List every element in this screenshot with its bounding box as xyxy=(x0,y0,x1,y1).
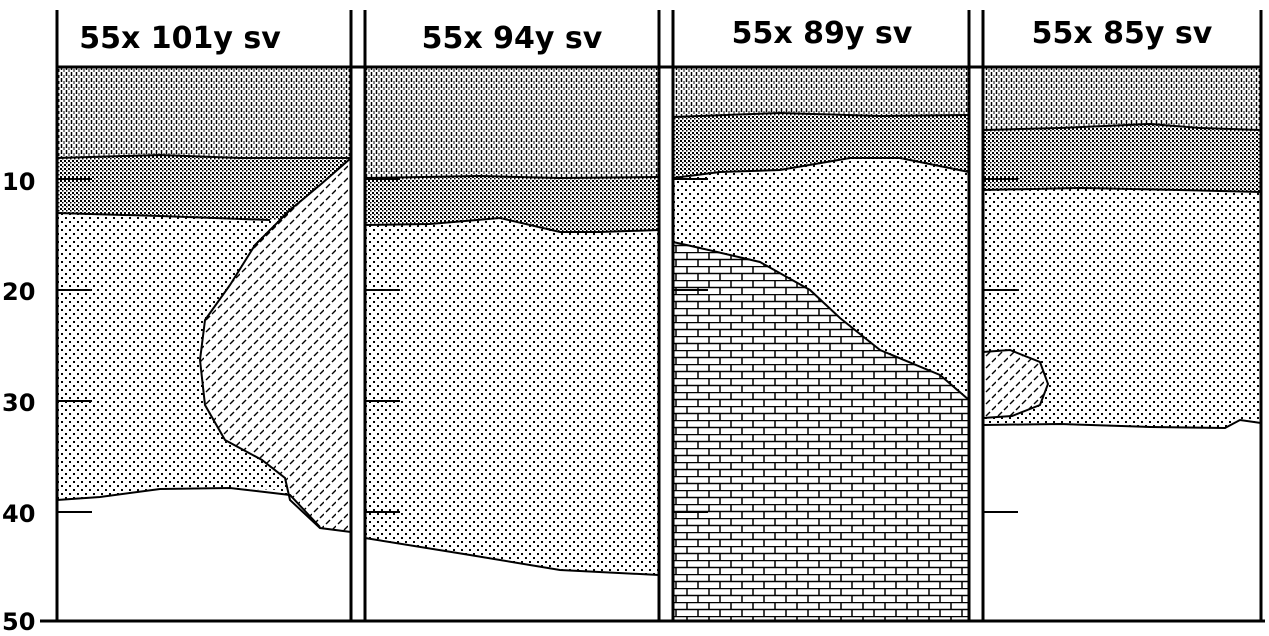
boundary-1c xyxy=(198,157,352,533)
layer-brick-3 xyxy=(673,242,969,620)
profile-column-4 xyxy=(982,67,1262,513)
layer-diagonal-dash-1 xyxy=(200,158,351,532)
depth-label-10: 10 xyxy=(2,168,35,196)
profile-column-2 xyxy=(364,67,660,620)
boundary-1b xyxy=(56,212,271,221)
diagram-frame xyxy=(40,10,1265,623)
column-title-2: 55x 94y sv xyxy=(422,21,603,56)
layer-coarse-dots-3 xyxy=(673,158,969,400)
layer-top-dense-1 xyxy=(57,67,351,158)
boundary-4c xyxy=(982,348,1050,419)
column-title-3: 55x 89y sv xyxy=(732,16,913,51)
boundary-4a xyxy=(982,122,1262,131)
profile-column-1 xyxy=(56,67,352,620)
depth-label-40: 40 xyxy=(2,500,35,528)
layer-fine-dots-2 xyxy=(365,176,659,232)
layer-fine-dots-3 xyxy=(673,113,969,178)
boundary-2a xyxy=(364,174,660,180)
profile-column-3 xyxy=(672,67,970,620)
boundary-3a xyxy=(672,111,970,118)
depth-label-30: 30 xyxy=(2,389,35,417)
layer-bottom-blank-2 xyxy=(365,538,659,620)
layer-diagonal-dash-4 xyxy=(983,350,1048,418)
layer-top-dense-2 xyxy=(365,67,659,178)
column-title-4: 55x 85y sv xyxy=(1032,16,1213,51)
layer-fine-dots-4 xyxy=(983,124,1261,192)
column-title-1: 55x 101y sv xyxy=(79,21,281,56)
depth-label-20: 20 xyxy=(2,278,35,306)
boundary-4d xyxy=(982,418,1262,430)
layer-coarse-dots-2 xyxy=(365,218,659,575)
layer-fine-dots-1 xyxy=(57,155,351,220)
boundary-4b xyxy=(982,186,1262,193)
boundary-1d xyxy=(56,486,321,528)
depth-label-50: 50 xyxy=(2,608,35,636)
boundary-1a xyxy=(56,153,351,159)
boundary-3c xyxy=(672,241,970,401)
layer-top-dense-4 xyxy=(983,67,1261,130)
layer-bottom-blank-1 xyxy=(57,488,351,620)
boundary-2c xyxy=(364,537,660,576)
layer-coarse-dots-4 xyxy=(983,188,1261,428)
boundary-3b xyxy=(672,157,970,179)
boundary-2b xyxy=(364,216,660,233)
layer-top-dense-3 xyxy=(673,67,969,117)
